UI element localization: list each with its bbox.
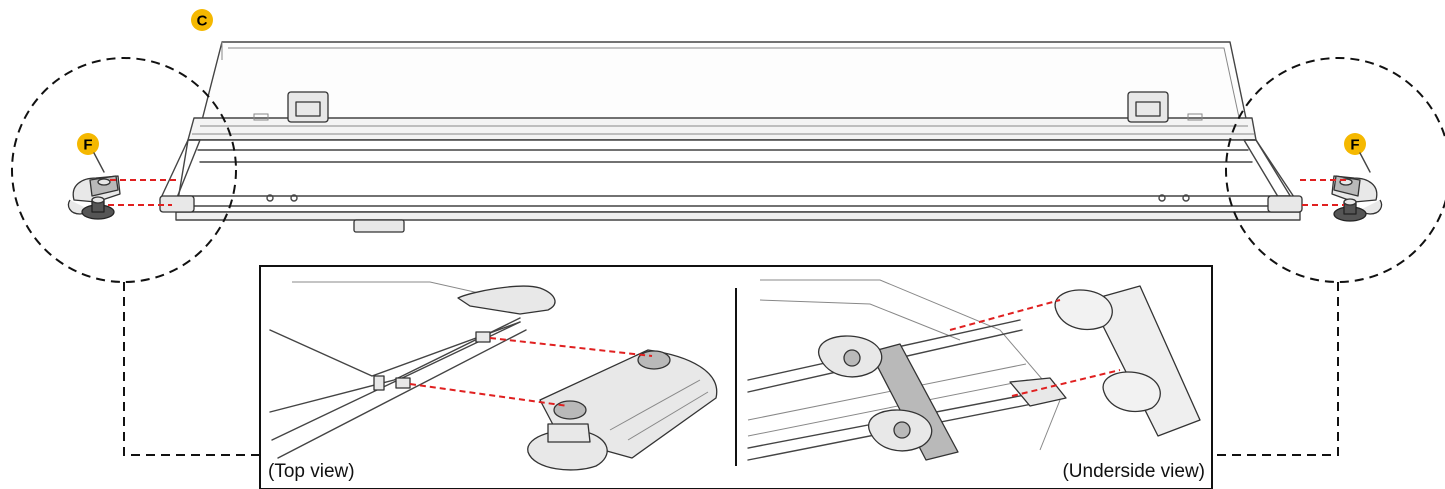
- badge-f-right-label: F: [1350, 137, 1359, 154]
- top-view-guide-upper: [489, 337, 653, 357]
- tray-assembly: [159, 41, 1303, 233]
- detail-circle-right: [1225, 57, 1445, 283]
- badge-c: C: [191, 9, 213, 31]
- badge-f-right: F: [1344, 133, 1366, 155]
- top-view-guide-lower: [409, 383, 569, 407]
- leader-right: [1359, 152, 1371, 173]
- detail-circle-left: [11, 57, 237, 283]
- clip-part-right: [1331, 175, 1383, 222]
- connector-right: [1212, 282, 1339, 456]
- badge-f-left-label: F: [83, 137, 92, 154]
- caption-underside-view: (Underside view): [1062, 461, 1205, 482]
- leader-left: [93, 152, 105, 173]
- latch-right: [1127, 91, 1203, 123]
- underside-view-illustration: [747, 279, 1201, 461]
- underside-guide-lower: [1011, 369, 1121, 397]
- badge-c-label: C: [197, 13, 208, 30]
- underside-guide-upper: [949, 299, 1061, 331]
- connector-left: [123, 282, 260, 456]
- top-view-illustration: [269, 281, 718, 471]
- clip-part-left: [67, 175, 121, 220]
- badge-f-left: F: [77, 133, 99, 155]
- latch-left: [253, 91, 329, 123]
- caption-top-view: (Top view): [268, 461, 355, 482]
